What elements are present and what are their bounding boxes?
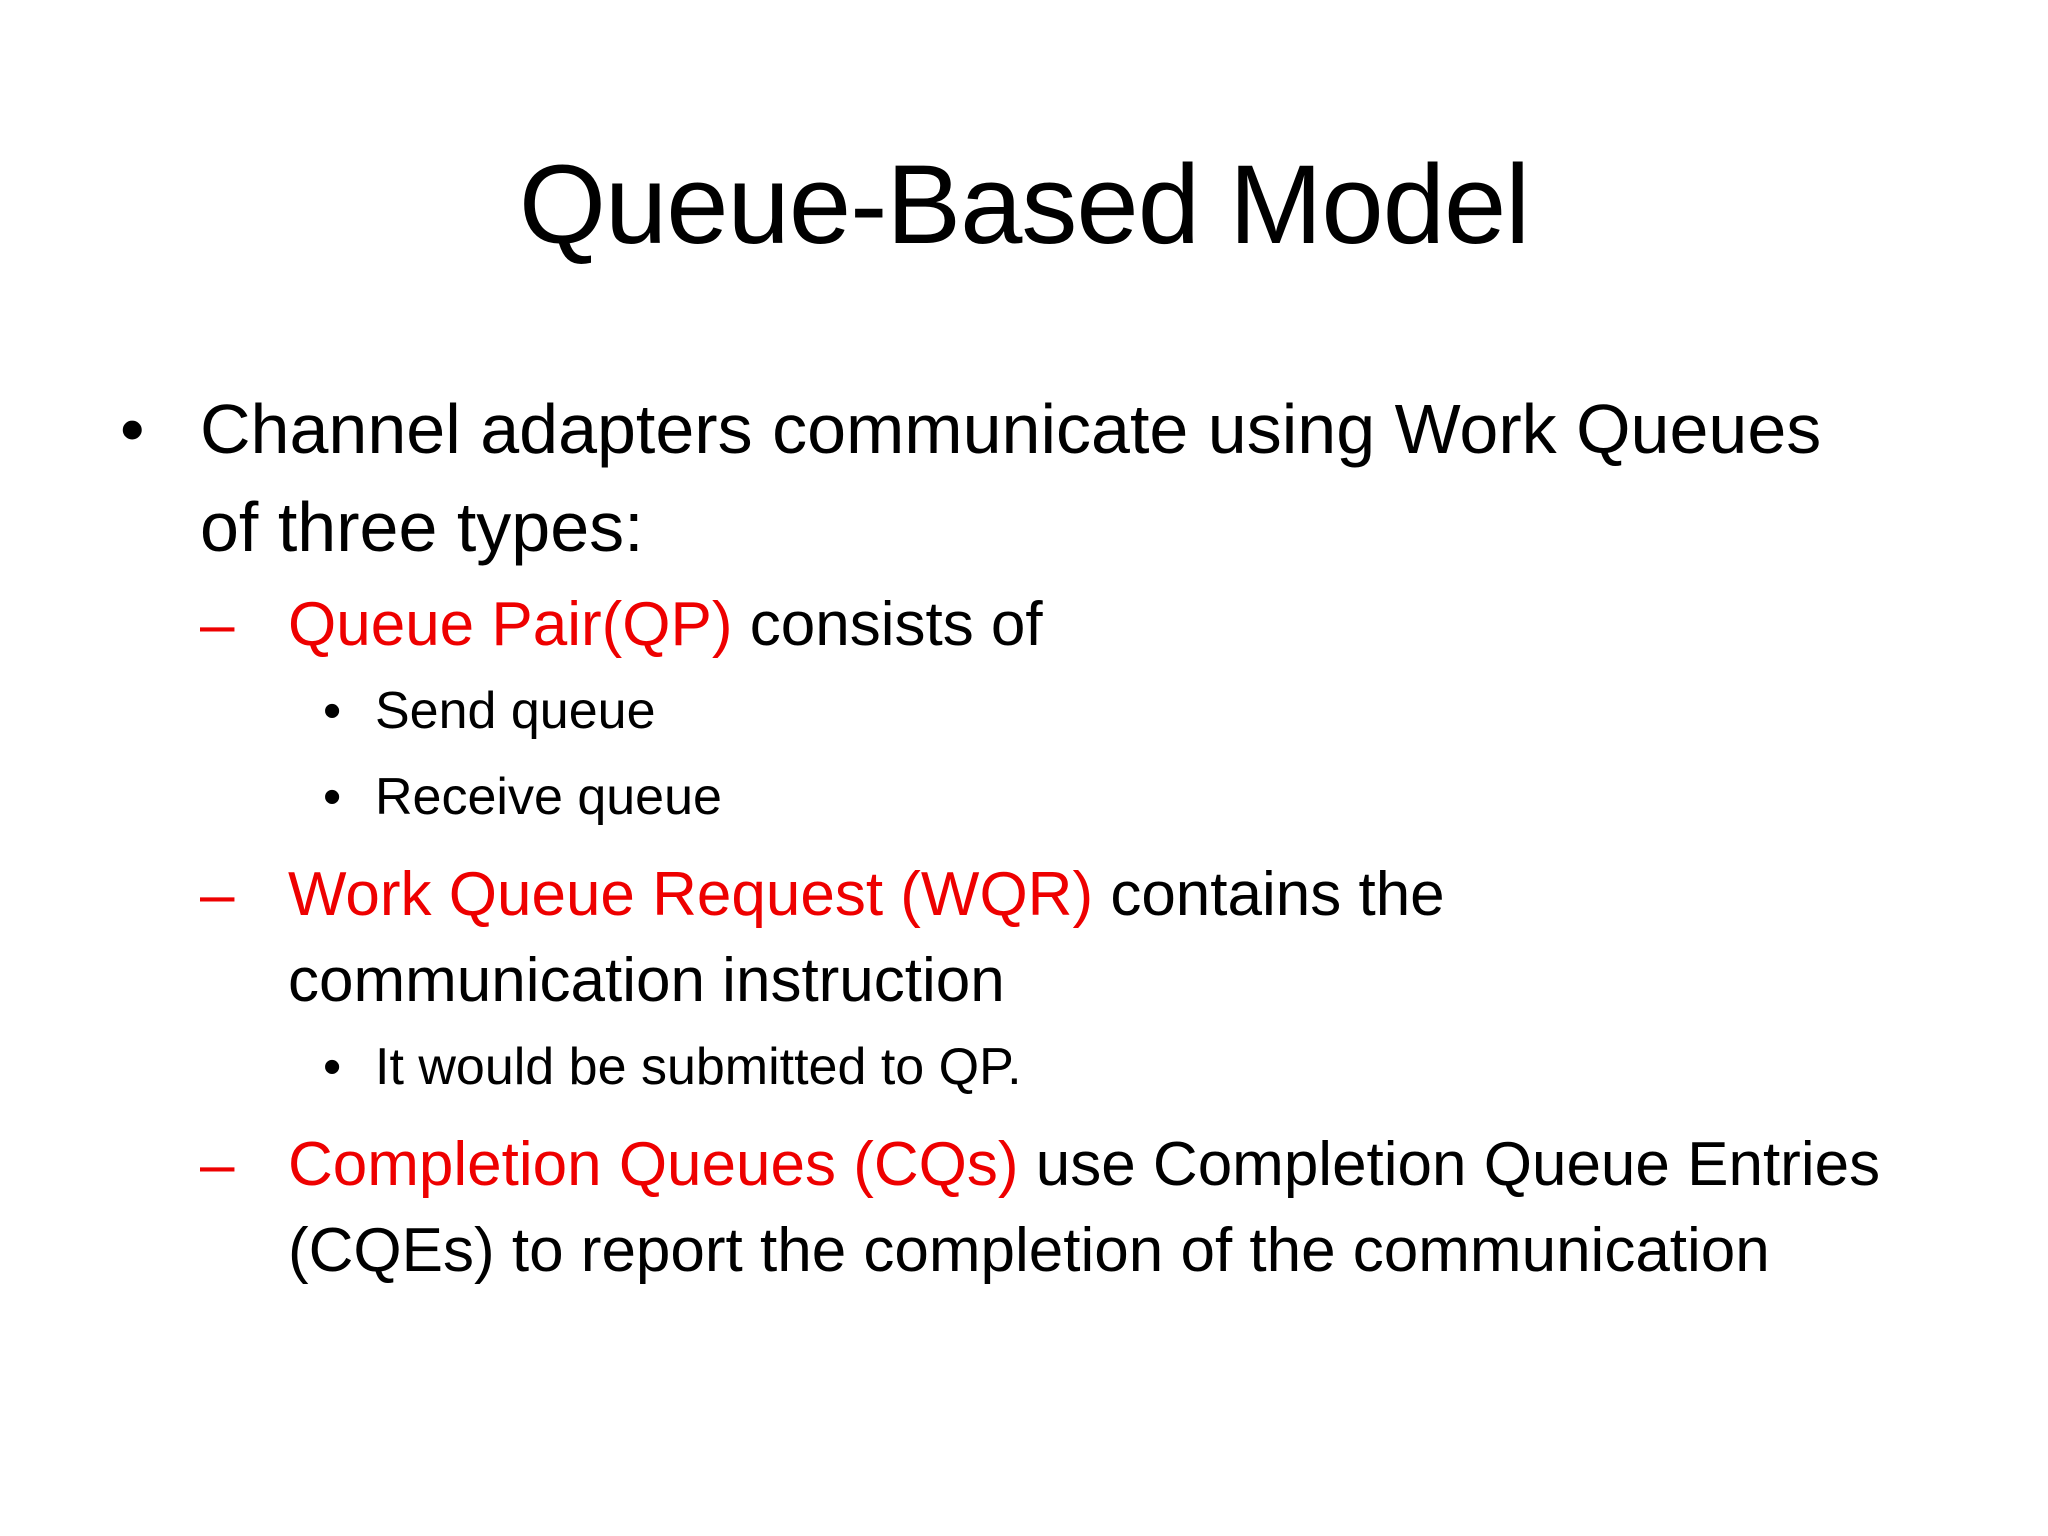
send-queue-text: Send queue [375, 682, 656, 740]
cq-text-line-2: (CQEs) to report the completion of the c… [288, 1216, 1770, 1285]
submitted-text: It would be submitted to QP. [375, 1038, 1022, 1096]
dash-marker: – [200, 1130, 235, 1199]
sub-bullet-cq: – Completion Queues (CQs) use Completion… [200, 1122, 1960, 1294]
wqr-text: contains the [1093, 860, 1445, 929]
cq-text: use Completion Queue Entries [1018, 1130, 1881, 1199]
slide-body: • Channel adapters communicate using Wor… [120, 380, 1960, 1294]
sub-sub-bullet-send-queue: • Send queue [323, 668, 1960, 754]
receive-queue-text: Receive queue [375, 768, 722, 826]
bullet-main: • Channel adapters communicate using Wor… [120, 380, 1960, 576]
dash-marker: – [200, 860, 235, 929]
sub-bullet-qp: – Queue Pair(QP) consists of [200, 582, 1960, 668]
slide-title: Queue-Based Model [518, 142, 1530, 267]
bullet-main-line-2: of three types: [200, 488, 644, 566]
wqr-text-line-2: communication instruction [288, 946, 1005, 1015]
bullet-marker: • [323, 768, 342, 826]
term-completion-queues: Completion Queues (CQs) [288, 1130, 1019, 1199]
term-queue-pair: Queue Pair(QP) [288, 590, 733, 659]
bullet-marker: • [120, 390, 145, 468]
sub-sub-bullet-submitted: • It would be submitted to QP. [323, 1024, 1960, 1110]
dash-marker: – [200, 590, 235, 659]
sub-sub-bullet-receive-queue: • Receive queue [323, 754, 1960, 840]
bullet-marker: • [323, 682, 342, 740]
term-work-queue-request: Work Queue Request (WQR) [288, 860, 1094, 929]
bullet-main-line-1: Channel adapters communicate using Work … [200, 390, 1822, 468]
qp-text: consists of [732, 590, 1043, 659]
sub-bullet-wqr: – Work Queue Request (WQR) contains the … [200, 852, 1960, 1024]
bullet-marker: • [323, 1038, 342, 1096]
